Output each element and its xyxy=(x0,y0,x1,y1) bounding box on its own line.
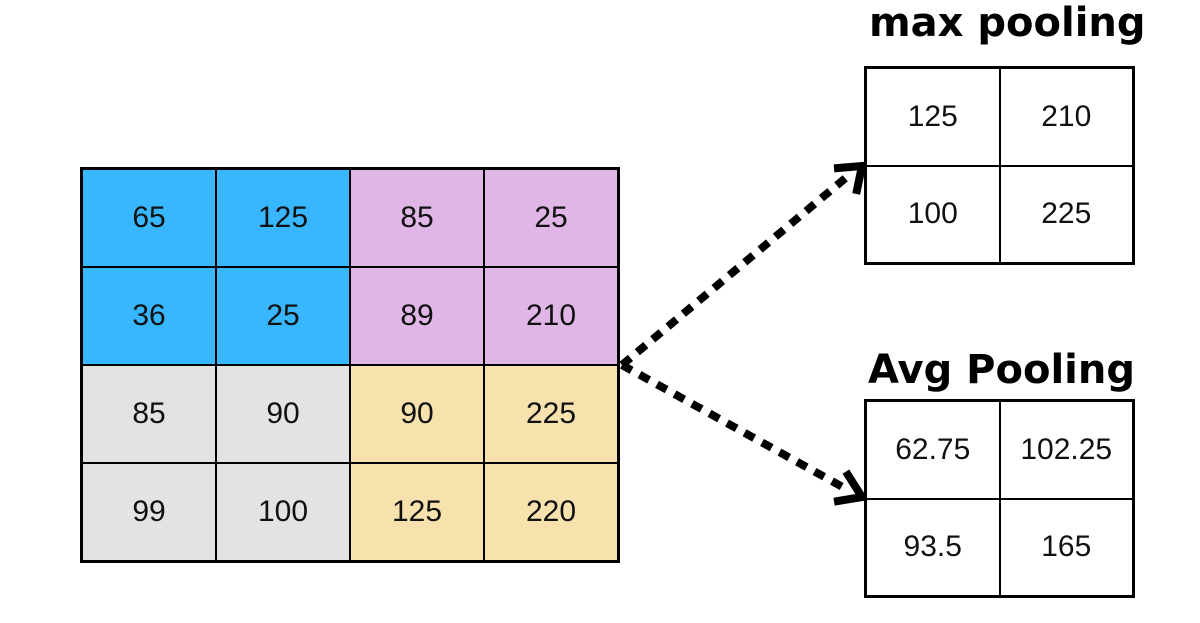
max-pooling-cell: 100 xyxy=(866,165,1000,263)
input-matrix: 65 125 85 25 36 25 89 210 85 90 90 225 9… xyxy=(80,167,620,563)
input-cell: 89 xyxy=(350,267,484,365)
avg-pooling-cell: 62.75 xyxy=(866,401,1000,499)
input-cell: 220 xyxy=(484,463,618,561)
avg-pooling-cell: 165 xyxy=(999,498,1133,596)
avg-pooling-cell: 93.5 xyxy=(866,498,1000,596)
max-pooling-cell: 125 xyxy=(866,68,1000,166)
input-cell: 125 xyxy=(216,169,350,267)
max-pooling-cell: 210 xyxy=(999,68,1133,166)
input-cell: 85 xyxy=(82,365,216,463)
input-cell: 99 xyxy=(82,463,216,561)
input-cell: 210 xyxy=(484,267,618,365)
arrow-to-avg-pooling xyxy=(620,361,850,494)
input-cell: 65 xyxy=(82,169,216,267)
input-cell: 85 xyxy=(350,169,484,267)
avg-pooling-cell: 102.25 xyxy=(999,401,1133,499)
input-cell: 25 xyxy=(216,267,350,365)
input-cell: 90 xyxy=(350,365,484,463)
arrowhead-max-pooling xyxy=(833,161,868,195)
avg-pooling-title: Avg Pooling xyxy=(868,347,1135,393)
max-pooling-cell: 225 xyxy=(999,165,1133,263)
arrow-to-max-pooling xyxy=(619,172,851,369)
max-pooling-title: max pooling xyxy=(869,0,1146,46)
input-cell: 36 xyxy=(82,267,216,365)
avg-pooling-matrix: 62.75 102.25 93.5 165 xyxy=(864,399,1135,598)
input-cell: 125 xyxy=(350,463,484,561)
input-cell: 90 xyxy=(216,365,350,463)
input-cell: 100 xyxy=(216,463,350,561)
max-pooling-matrix: 125 210 100 225 xyxy=(864,66,1135,265)
arrowhead-avg-pooling xyxy=(833,469,869,506)
input-cell: 25 xyxy=(484,169,618,267)
input-cell: 225 xyxy=(484,365,618,463)
